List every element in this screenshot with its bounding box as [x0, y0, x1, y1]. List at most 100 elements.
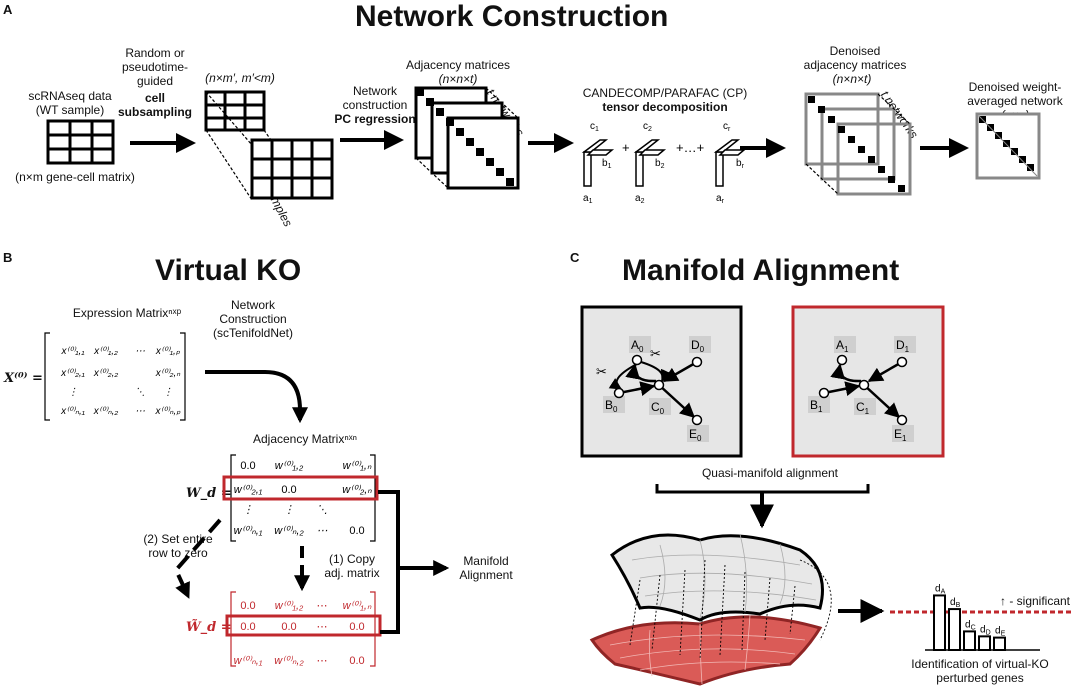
wtilde-matrix-cell: w⁽⁰⁾ₙ,₂: [274, 655, 304, 667]
cp-bold: tensor decomposition: [602, 100, 728, 114]
scissors-icon-left: ✂: [596, 364, 607, 379]
pc-bold: PC regression: [334, 112, 416, 126]
input-matrix-icon: [46, 119, 115, 165]
wtilde-highlight-row: [225, 614, 382, 637]
node-label-bg: [892, 425, 914, 442]
wtilde-matrix-cell: 0.0: [281, 621, 296, 633]
wtilde-matrix-cell: 0.0: [349, 621, 364, 633]
node-label-bg: [689, 336, 711, 353]
edge-a-c: [640, 361, 672, 383]
bar-dD: [978, 635, 991, 651]
subsampling-line1: Random or: [125, 46, 185, 60]
edge-a-b: [608, 363, 638, 390]
bar-dE: [993, 636, 1006, 651]
node-c: [858, 379, 870, 391]
node-label-bg: [808, 396, 830, 413]
identification-line1: Identification of virtual-KO: [911, 657, 1049, 671]
bar-label-dA: dA: [935, 583, 946, 595]
cp-br: br: [736, 158, 745, 170]
arrow-step2-dashed: [173, 518, 222, 599]
cp-b1: b1: [602, 158, 612, 170]
wtilde-lhs: W̃_d =: [186, 620, 232, 635]
node-e: [691, 414, 703, 426]
x-matrix-cell: ⋮: [163, 387, 173, 398]
edge-b-c: [823, 381, 861, 397]
expression-label: Expression Matrixⁿˣᵖ: [72, 306, 182, 320]
network-box-ko: [791, 305, 945, 458]
bar-label-dE: dE: [995, 626, 1006, 638]
wtilde-matrix-cell: ⋯: [317, 621, 328, 633]
subsampling-line2: pseudotime-: [121, 60, 189, 74]
weighted-title: Denoised weight- averaged network: [950, 80, 1080, 108]
panel-c-letter: C: [570, 250, 580, 265]
subsampling-bold1: cell: [144, 91, 165, 105]
node-label-bg: [603, 396, 625, 413]
edge-c-a: [830, 363, 862, 383]
alignment-bracket: [655, 484, 870, 494]
cp-c1: c1: [590, 121, 599, 133]
panel-b-title: Virtual KO: [155, 254, 302, 287]
x-matrix-brackets: [44, 332, 186, 421]
wtilde-matrix-cell: 0.0: [349, 655, 364, 667]
wtilde-matrix-cell: 0.0: [240, 600, 255, 612]
wd-matrix-cell: 0.0: [281, 484, 296, 496]
identification-label: Identification of virtual-KO perturbed g…: [900, 657, 1060, 685]
node-d: [691, 356, 703, 368]
cp-vectors-icon: [581, 139, 747, 187]
x-matrix-cell: ⋯: [135, 406, 145, 417]
denoised-stack-icon: [804, 92, 912, 196]
x-matrix-cell: x⁽⁰⁾₂,₁: [60, 368, 85, 379]
x-matrix-cell: x⁽⁰⁾₂,₂: [93, 368, 119, 379]
edge-c-a: [625, 363, 657, 383]
alignment-label: Quasi-manifold alignment: [701, 466, 839, 480]
wd-matrix-cell: ⋯: [317, 525, 328, 537]
x-matrix-cell: ⋱: [135, 387, 145, 398]
input-label-line1: scRNAseq data: [28, 89, 112, 103]
manifold-line2: Alignment: [459, 568, 513, 582]
subsample-dims: (n×m′, m′<m): [205, 71, 275, 85]
x-matrix-cell: x⁽⁰⁾₁,₂: [93, 346, 118, 357]
adjacency-label: Adjacency Matrixⁿˣⁿ: [252, 432, 358, 446]
pc-line2: construction: [342, 98, 408, 112]
nc-line1: Network: [230, 298, 275, 312]
wtilde-matrix-cell: w⁽⁰⁾₁,ₙ: [343, 600, 372, 612]
node-a: [631, 354, 643, 366]
wtilde-matrix-brackets: [230, 591, 376, 667]
adjacency-diagonal: [416, 88, 514, 186]
node-label-bg: [894, 336, 916, 353]
edge-c-e: [863, 384, 901, 419]
wtilde-matrix-cell: w⁽⁰⁾₁,₂: [275, 600, 304, 612]
cp-plus1: +: [622, 140, 630, 155]
node-b: [613, 387, 625, 399]
wd-matrix-cell: w⁽⁰⁾ₙ,₂: [274, 525, 304, 537]
wd-matrix-cell: w⁽⁰⁾₂,₁: [234, 484, 263, 496]
wd-matrix-cell: w⁽⁰⁾₁,ₙ: [343, 460, 372, 472]
cp-plus2: +…+: [676, 140, 704, 155]
x-matrix-cell: x⁽⁰⁾₂,ₙ: [155, 368, 182, 379]
wd-matrix-cell: w⁽⁰⁾ₙ,₁: [234, 525, 263, 537]
x-lhs: X⁽⁰⁾ =: [4, 371, 43, 386]
bar-dB: [948, 608, 961, 652]
node-label-bg: [854, 398, 876, 415]
cp-ar: ar: [716, 193, 725, 205]
wd-matrix-cell: ⋱: [317, 504, 328, 516]
wd-matrix-cell: 0.0: [240, 460, 255, 472]
nc-line2: Construction: [219, 312, 287, 326]
significant-label: ↑ - significant: [999, 594, 1071, 608]
wtilde-matrix-cell: w⁽⁰⁾ₙ,₁: [234, 655, 263, 667]
step2-line2: row to zero: [148, 546, 208, 560]
subsampling-line3: guided: [136, 74, 174, 88]
denoised-title: Denoised adjacency matrices: [800, 44, 910, 72]
subsampling-bold2: subsampling: [117, 105, 192, 119]
manifold-surfaces-icon: [589, 533, 832, 686]
cp-title: CANDECOMP/PARAFAC (CP): [582, 86, 748, 100]
input-label-line2: (WT sample): [35, 103, 105, 117]
wd-matrix-cell: 0.0: [349, 525, 364, 537]
adjacency-dims: (n×n×t): [438, 72, 478, 86]
edge-d-c: [867, 360, 903, 383]
x-matrix-cell: x⁽⁰⁾₁,₁: [60, 346, 84, 357]
